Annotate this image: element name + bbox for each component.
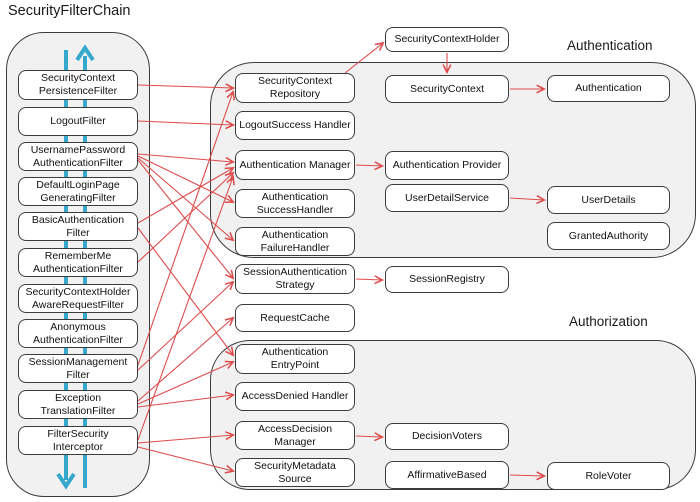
node-securitycontextholder-awarerequestfilter: SecurityContextHolder AwareRequestFilter xyxy=(18,284,138,313)
node-authentication-manager: Authentication Manager xyxy=(235,150,355,180)
node-requestcache: RequestCache xyxy=(235,304,355,332)
node-logoutfilter: LogoutFilter xyxy=(18,107,138,136)
node-anonymous-authenticationfilter: Anonymous AuthenticationFilter xyxy=(18,319,138,348)
node-authentication-failurehandler: Authentication FailureHandler xyxy=(235,227,355,256)
node-accessdecision-manager: AccessDecision Manager xyxy=(235,421,355,450)
node-filtersecurity-interceptor: FilterSecurity Interceptor xyxy=(18,426,138,455)
node-securitycontext: SecurityContext xyxy=(385,75,509,103)
edge-basicauth-entrypoint xyxy=(137,227,233,355)
node-authentication-entrypoint: Authentication EntryPoint xyxy=(235,344,355,374)
node-authentication: Authentication xyxy=(547,75,670,102)
node-usernamepassword-authenticationfilter: UsernamePassword AuthenticationFilter xyxy=(18,142,138,171)
node-userdetailservice: UserDetailService xyxy=(385,184,509,212)
node-authentication-successhandler: Authentication SuccessHandler xyxy=(235,189,355,218)
node-exception-translationfilter: Exception TranslationFilter xyxy=(18,390,138,419)
node-grantedauthority: GrantedAuthority xyxy=(547,222,670,250)
node-logoutsuccess-handler: LogoutSuccess Handler xyxy=(235,111,355,140)
node-rolevoter: RoleVoter xyxy=(547,462,670,490)
node-authentication-provider: Authentication Provider xyxy=(385,151,509,180)
node-securitycontextholder: SecurityContextHolder xyxy=(385,27,509,52)
authentication-group-title: Authentication xyxy=(567,38,653,53)
node-securitymetadata-source: SecurityMetadata Source xyxy=(235,458,355,487)
node-decisionvoters: DecisionVoters xyxy=(385,423,509,450)
node-defaultloginpage-generatingfilter: DefaultLoginPage GeneratingFilter xyxy=(18,177,138,206)
authorization-group-title: Authorization xyxy=(569,314,648,329)
node-rememberme-authenticationfilter: RememberMe AuthenticationFilter xyxy=(18,248,138,277)
diagram-title: SecurityFilterChain xyxy=(8,3,131,19)
node-securitycontext-repository: SecurityContext Repository xyxy=(235,73,355,103)
node-affirmativebased: AffirmativeBased xyxy=(385,461,509,489)
node-basicauthentication-filter: BasicAuthentication Filter xyxy=(18,212,138,241)
node-securitycontext-persistencefilter: SecurityContext PersistenceFilter xyxy=(18,70,138,100)
edge-sessionstrategy-sessionregistry xyxy=(355,279,382,280)
node-sessionregistry: SessionRegistry xyxy=(385,266,509,293)
node-accessdenied-handler: AccessDenied Handler xyxy=(235,382,355,411)
node-sessionmanagement-filter: SessionManagement Filter xyxy=(18,354,138,383)
node-sessionauthentication-strategy: SessionAuthentication Strategy xyxy=(235,264,355,294)
node-userdetails: UserDetails xyxy=(547,186,670,214)
